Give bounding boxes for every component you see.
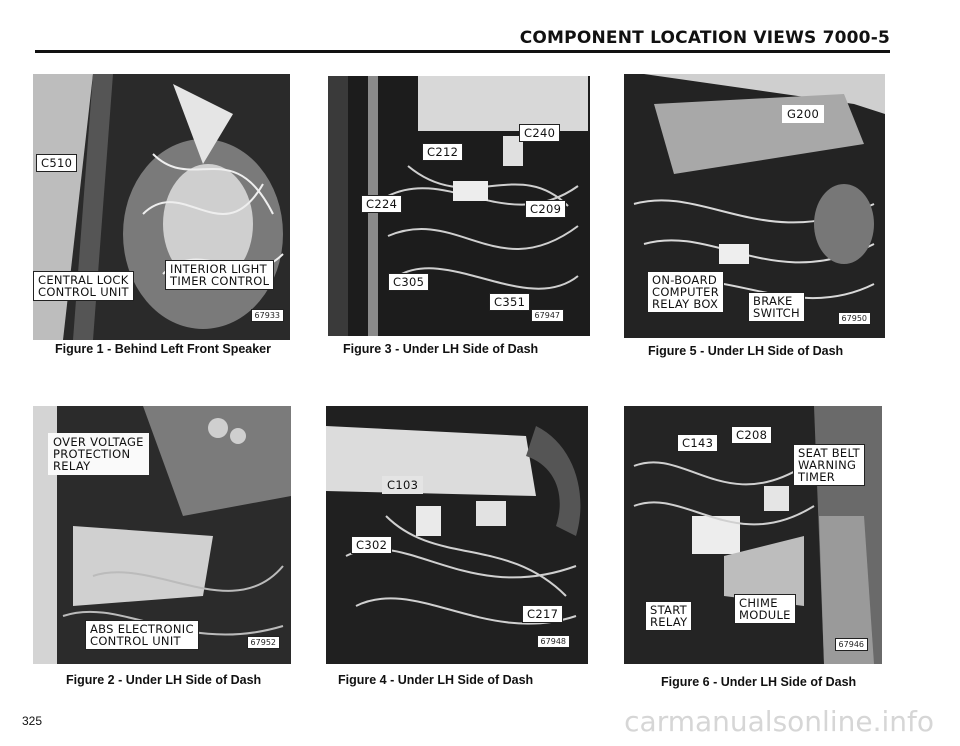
label-c224: C224 [361, 195, 403, 213]
figure-3-photo: C212 C240 C224 C209 C305 C351 67947 [328, 76, 590, 336]
figure-5-photo: G200 ON-BOARD COMPUTER RELAY BOX BRAKE S… [624, 74, 885, 338]
label-interior-light-timer-control: INTERIOR LIGHT TIMER CONTROL [165, 260, 275, 290]
figure-2-caption: Figure 2 - Under LH Side of Dash [66, 673, 262, 687]
label-c209: C209 [525, 200, 567, 218]
figure-5-ref: 67950 [837, 312, 871, 325]
figure-1-caption: Figure 1 - Behind Left Front Speaker [55, 342, 271, 356]
figure-6-photo: C143 C208 SEAT BELT WARNING TIMER START … [624, 406, 882, 664]
label-c302: C302 [351, 536, 393, 554]
label-c305: C305 [388, 273, 430, 291]
label-c212: C212 [422, 143, 464, 161]
page-title: COMPONENT LOCATION VIEWS 7000-5 [519, 28, 890, 48]
label-on-board-computer-relay-box: ON-BOARD COMPUTER RELAY BOX [647, 271, 725, 313]
figure-2-ref: 67952 [246, 636, 280, 649]
label-seat-belt-warning-timer: SEAT BELT WARNING TIMER [793, 444, 865, 486]
figure-6-caption: Figure 6 - Under LH Side of Dash [661, 675, 857, 689]
figure-4-caption: Figure 4 - Under LH Side of Dash [338, 673, 534, 687]
label-c351: C351 [489, 293, 531, 311]
label-c217: C217 [522, 605, 564, 623]
figure-6-ref: 67946 [834, 638, 868, 651]
header-rule [35, 50, 890, 53]
figure-2-photo: OVER VOLTAGE PROTECTION RELAY ABS ELECTR… [33, 406, 291, 664]
label-over-voltage-protection-relay: OVER VOLTAGE PROTECTION RELAY [48, 433, 149, 475]
label-brake-switch: BRAKE SWITCH [748, 292, 805, 322]
label-central-lock-control-unit: CENTRAL LOCK CONTROL UNIT [33, 271, 134, 301]
figure-5-caption: Figure 5 - Under LH Side of Dash [648, 344, 844, 358]
label-c103: C103 [382, 476, 424, 494]
figure-4-photo: C103 C302 C217 67948 [326, 406, 588, 664]
watermark: carmanualsonline.info [624, 705, 934, 738]
figure-1-photo: C510 CENTRAL LOCK CONTROL UNIT INTERIOR … [33, 74, 290, 340]
label-chime-module: CHIME MODULE [734, 594, 796, 624]
figure-3-ref: 67947 [530, 309, 564, 322]
figure-3-caption: Figure 3 - Under LH Side of Dash [343, 342, 539, 356]
page-number: 325 [22, 714, 43, 728]
label-abs-electronic-control-unit: ABS ELECTRONIC CONTROL UNIT [85, 620, 199, 650]
figure-4-ref: 67948 [536, 635, 570, 648]
label-c240: C240 [519, 124, 561, 142]
label-start-relay: START RELAY [645, 601, 693, 631]
label-c510: C510 [36, 154, 78, 172]
label-g200: G200 [782, 105, 825, 123]
figure-1-ref: 67933 [250, 309, 284, 322]
label-c143: C143 [677, 434, 719, 452]
label-c208: C208 [731, 426, 773, 444]
figure-4-image [326, 406, 588, 664]
